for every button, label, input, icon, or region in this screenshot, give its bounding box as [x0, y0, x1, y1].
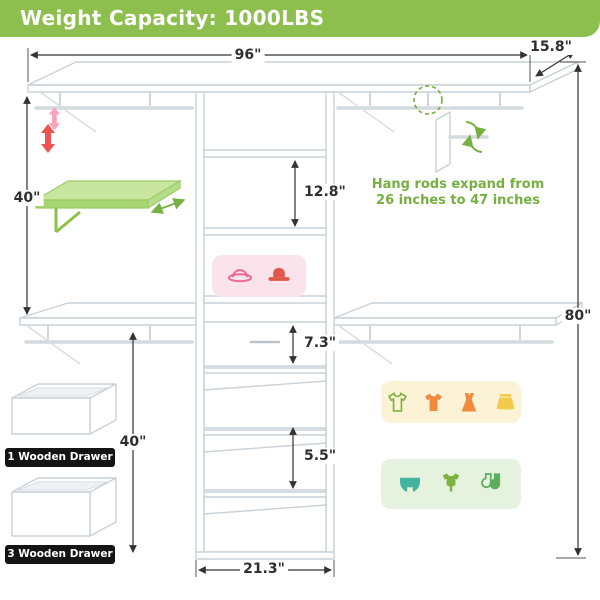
dimension-top-width: 96": [231, 47, 265, 63]
shirt-filled-icon: [424, 393, 442, 411]
weight-capacity-banner: Weight Capacity: 1000LBS: [0, 0, 600, 37]
rotate-expand-icon: [465, 121, 487, 140]
diaper-icon: [400, 477, 420, 492]
tilt-bin-3: [203, 504, 327, 553]
triple-drawer-label: 3 Wooden Drawer: [5, 545, 115, 564]
tilt-bin-1: [203, 380, 327, 429]
dimension-tower-width: 21.3": [240, 561, 288, 577]
dimension-total-height: 80": [561, 308, 595, 324]
dashed-circle: [413, 85, 443, 115]
up-down-arrow-icon: [41, 124, 55, 153]
clothes-storage-badge: [381, 381, 521, 423]
sun-hat-icon: [227, 269, 252, 283]
shirt-outline-icon: [387, 391, 407, 412]
dimension-top-depth: 15.8": [527, 39, 575, 55]
rod-expand-note-line1: Hang rods expand from: [371, 177, 545, 192]
hang-rods: [24, 91, 554, 365]
rod-expand-illustration: [413, 85, 489, 173]
dimension-lower-left-height: 40": [116, 434, 150, 450]
baby-storage-badge: [381, 459, 521, 509]
rod-expand-note-line2: 26 inches to 47 inches: [376, 193, 540, 208]
dimension-drawer-spacing: 5.5": [301, 448, 340, 464]
top-board: [27, 61, 579, 93]
skirt-icon: [496, 393, 514, 409]
adjustable-shelf-illustration: [33, 107, 186, 234]
socks-icon: [481, 473, 501, 490]
hat-storage-badge: [212, 255, 306, 297]
dress-icon: [461, 392, 476, 411]
dimension-upper-left-height: 40": [10, 190, 44, 206]
triple-drawer-illustration: [11, 477, 117, 537]
fedora-hat-icon: [268, 267, 289, 281]
onesie-icon: [442, 473, 460, 492]
single-drawer-illustration: [11, 383, 117, 435]
center-tower: [195, 91, 335, 560]
dimension-shelf-spacing: 12.8": [301, 184, 349, 200]
single-drawer-label: 1 Wooden Drawer: [5, 448, 115, 467]
dimension-drawer-front-height: 7.3": [301, 335, 340, 351]
